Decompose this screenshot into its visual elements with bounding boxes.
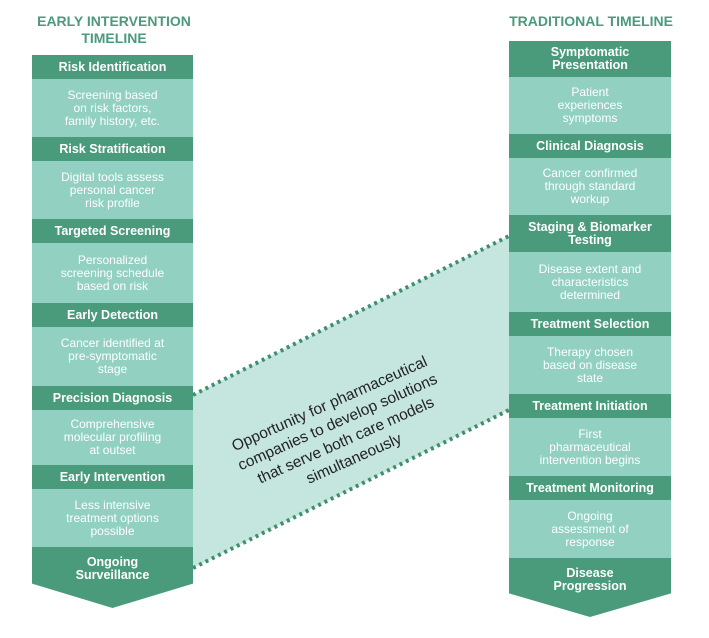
early-intervention-column: Risk Identification Screening based on r… [32,55,193,608]
step-description: Ongoing assessment of response [509,500,671,558]
bridge-top-dotted-edge [192,234,510,397]
step-header: Treatment Monitoring [509,476,671,500]
bridge-bottom-dotted-edge [192,408,510,570]
step-header: Early Detection [32,303,193,327]
step-description: Cancer identified at pre-symptomatic sta… [32,327,193,386]
early-intervention-title: EARLY INTERVENTION TIMELINE [37,13,191,46]
step-header: Precision Diagnosis [32,386,193,410]
step-description: Personalized screening schedule based on… [32,243,193,303]
step-description: Comprehensive molecular profiling at out… [32,410,193,465]
step-description: Therapy chosen based on disease state [509,336,671,394]
step-header: Targeted Screening [32,219,193,243]
step-header: Symptomatic Presentation [509,41,671,77]
step-header: Clinical Diagnosis [509,134,671,158]
step-header: Risk Identification [32,55,193,79]
traditional-timeline-column: Symptomatic Presentation Patient experie… [509,41,671,617]
step-description: Cancer confirmed through standard workup [509,158,671,215]
disease-progression-arrow: Disease Progression [509,558,671,617]
step-description: Screening based on risk factors, family … [32,79,193,137]
step-description: Digital tools assess personal cancer ris… [32,161,193,219]
step-description: Disease extent and characteristics deter… [509,252,671,312]
bridge-band [193,236,509,568]
step-header: Risk Stratification [32,137,193,161]
step-header: Staging & Biomarker Testing [509,215,671,252]
step-description: Patient experiences symptoms [509,77,671,134]
step-header: Early Intervention [32,465,193,489]
traditional-timeline-title: TRADITIONAL TIMELINE [509,13,673,29]
step-header: Treatment Initiation [509,394,671,418]
step-header: Treatment Selection [509,312,671,336]
step-description: First pharmaceutical intervention begins [509,418,671,476]
ongoing-surveillance-arrow: Ongoing Surveillance [32,547,193,608]
step-description: Less intensive treatment options possibl… [32,489,193,547]
